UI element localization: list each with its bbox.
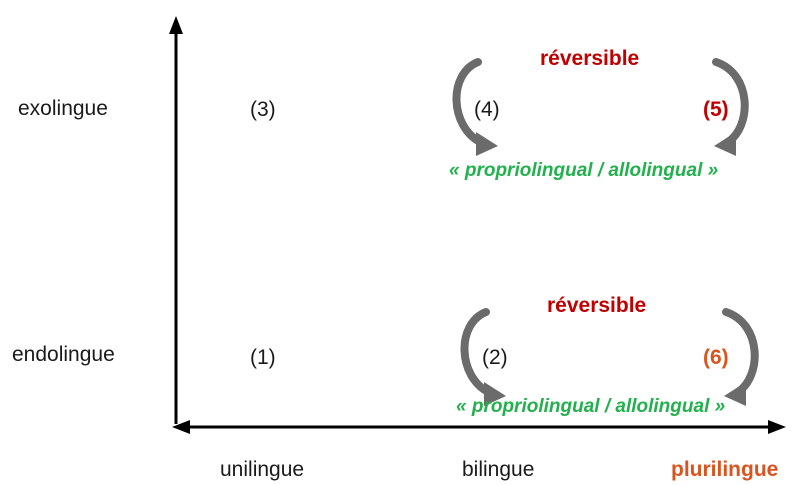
x-axis-arrowhead-right (768, 420, 786, 434)
y-axis-arrowhead (169, 16, 183, 34)
curved-arrow-top-left-icon (452, 58, 498, 156)
curved-arrow-top-right-icon (712, 58, 749, 156)
reversible-label-top: réversible (540, 47, 640, 70)
cell-number-1: (1) (250, 346, 276, 369)
curved-arrow-bottom-left-icon (460, 308, 506, 406)
x-axis-arrowhead-left (172, 420, 190, 434)
cell-number-6: (6) (703, 346, 729, 369)
cell-number-5: (5) (703, 98, 729, 121)
y-label-endolingue: endolingue (12, 343, 115, 366)
cell-number-2: (2) (482, 346, 508, 369)
x-label-bilingue: bilingue (462, 458, 535, 481)
proprio-allo-label-top: « propriolingual / allolingual » (449, 160, 719, 181)
y-label-exolingue: exolingue (18, 97, 108, 120)
cell-number-3: (3) (250, 98, 276, 121)
x-label-unilingue: unilingue (220, 458, 305, 481)
proprio-allo-label-bottom: « propriolingual / allolingual » (456, 396, 726, 417)
reversible-label-bottom: réversible (547, 294, 647, 317)
curved-arrow-bottom-right-icon (722, 308, 759, 406)
cell-number-4: (4) (474, 98, 500, 121)
x-label-plurilingue: plurilingue (671, 458, 779, 481)
